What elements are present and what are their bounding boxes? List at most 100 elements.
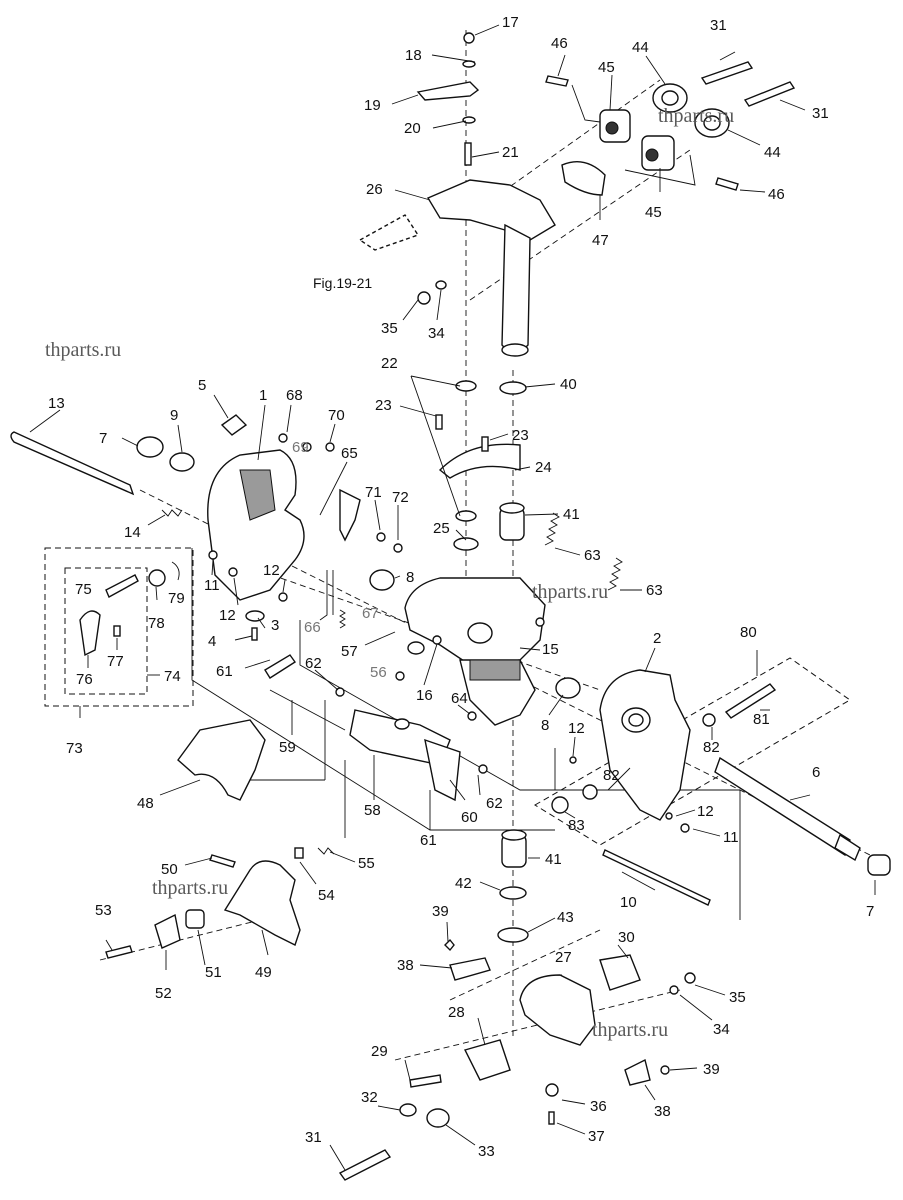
callout-76: 76 — [76, 671, 93, 688]
left-clamp-bracket — [10, 414, 403, 657]
callout-16: 16 — [416, 687, 433, 704]
callout-44-right: 44 — [764, 144, 781, 161]
callout-19: 19 — [364, 97, 381, 114]
callout-11-right: 11 — [723, 829, 739, 846]
callout-34-bottom: 34 — [713, 1021, 730, 1038]
callout-80: 80 — [740, 624, 757, 641]
watermarks: thparts.ru thparts.ru thparts.ru thparts… — [45, 105, 734, 1041]
callout-34-top: 34 — [428, 325, 445, 342]
callout-54: 54 — [318, 887, 335, 904]
callout-33: 33 — [478, 1143, 495, 1160]
kit-box-80 — [534, 650, 851, 846]
callout-77: 77 — [107, 653, 124, 670]
steering-bracket-assembly — [358, 32, 796, 357]
callout-31-bottom: 31 — [305, 1129, 322, 1146]
callout-69: 69 — [292, 439, 309, 456]
callout-45-right: 45 — [645, 204, 662, 221]
watermark-1: thparts.ru — [45, 339, 121, 361]
callout-82-left: 82 — [603, 767, 620, 784]
callout-41-top: 41 — [563, 506, 580, 523]
callout-62-right: 62 — [486, 795, 503, 812]
callout-41-bottom: 41 — [545, 851, 562, 868]
callout-42: 42 — [455, 875, 472, 892]
callout-11-left: 11 — [204, 577, 220, 594]
callout-63-right: 63 — [646, 582, 663, 599]
callout-35-top: 35 — [381, 320, 398, 337]
callout-17: 17 — [502, 14, 519, 31]
callout-10: 10 — [620, 894, 637, 911]
watermark-3: thparts.ru — [532, 581, 608, 603]
callout-57: 57 — [341, 643, 358, 660]
watermark-5: thparts.ru — [592, 1019, 668, 1041]
callout-26: 26 — [366, 181, 383, 198]
callout-37: 37 — [588, 1128, 605, 1145]
callout-55: 55 — [358, 855, 375, 872]
callout-14: 14 — [124, 524, 141, 541]
callout-1: 1 — [259, 387, 267, 404]
callout-52: 52 — [155, 985, 172, 1002]
swivel-parts — [435, 380, 623, 591]
callout-64: 64 — [451, 690, 468, 707]
tilt-support-assembly — [105, 847, 335, 959]
callout-12-right: 12 — [697, 803, 714, 820]
callout-18: 18 — [405, 47, 422, 64]
callout-63-top: 63 — [584, 547, 601, 564]
callout-68: 68 — [286, 387, 303, 404]
callout-25: 25 — [433, 520, 450, 537]
callout-49: 49 — [255, 964, 272, 981]
callout-70: 70 — [328, 407, 345, 424]
right-clamp-bracket — [551, 669, 891, 876]
callout-9: 9 — [170, 407, 178, 424]
callout-2: 2 — [653, 630, 661, 647]
callout-81: 81 — [753, 711, 770, 728]
callout-31-top: 31 — [710, 17, 727, 34]
callout-46-top: 46 — [551, 35, 568, 52]
callout-48: 48 — [137, 795, 154, 812]
callout-7-left: 7 — [99, 430, 107, 447]
kit-box-73 — [44, 547, 194, 718]
callout-79: 79 — [168, 590, 185, 607]
frame-lines — [191, 548, 741, 920]
callout-38-right: 38 — [654, 1103, 671, 1120]
callout-39-left: 39 — [432, 903, 449, 920]
callout-12-left-lower: 12 — [219, 607, 236, 624]
callout-53: 53 — [95, 902, 112, 919]
callout-47: 47 — [592, 232, 609, 249]
callout-12-center: 12 — [568, 720, 585, 737]
callout-43: 43 — [557, 909, 574, 926]
callout-78: 78 — [148, 615, 165, 632]
callout-6: 6 — [812, 764, 820, 781]
callout-51: 51 — [205, 964, 222, 981]
callout-4: 4 — [208, 633, 216, 650]
callout-labels: 17 18 19 20 21 26 35 34 46 45 44 31 31 4… — [48, 14, 874, 1160]
callout-39-right: 39 — [703, 1061, 720, 1078]
leader-lines — [29, 24, 876, 1171]
callout-5: 5 — [198, 377, 206, 394]
callout-72: 72 — [392, 489, 409, 506]
callout-82-right: 82 — [703, 739, 720, 756]
watermark-4: thparts.ru — [152, 877, 228, 899]
callout-74: 74 — [164, 668, 181, 685]
callout-20: 20 — [404, 120, 421, 137]
callout-21: 21 — [502, 144, 519, 161]
callout-59: 59 — [279, 739, 296, 756]
callout-58: 58 — [364, 802, 381, 819]
tilt-lock-parts — [177, 654, 711, 943]
callout-27: 27 — [555, 949, 572, 966]
callout-67: 67 — [362, 605, 379, 622]
callout-36: 36 — [590, 1098, 607, 1115]
callout-23-right: 23 — [512, 427, 529, 444]
callout-35-bottom: 35 — [729, 989, 746, 1006]
callout-75: 75 — [75, 581, 92, 598]
callout-23-left: 23 — [375, 397, 392, 414]
callout-15: 15 — [542, 641, 559, 658]
figure-reference: Fig.19-21 — [313, 275, 372, 291]
callout-61-left: 61 — [216, 663, 233, 680]
callout-31-right: 31 — [812, 105, 829, 122]
callout-8-left: 8 — [406, 569, 414, 586]
callout-50: 50 — [161, 861, 178, 878]
callout-60: 60 — [461, 809, 478, 826]
callout-24: 24 — [535, 459, 552, 476]
